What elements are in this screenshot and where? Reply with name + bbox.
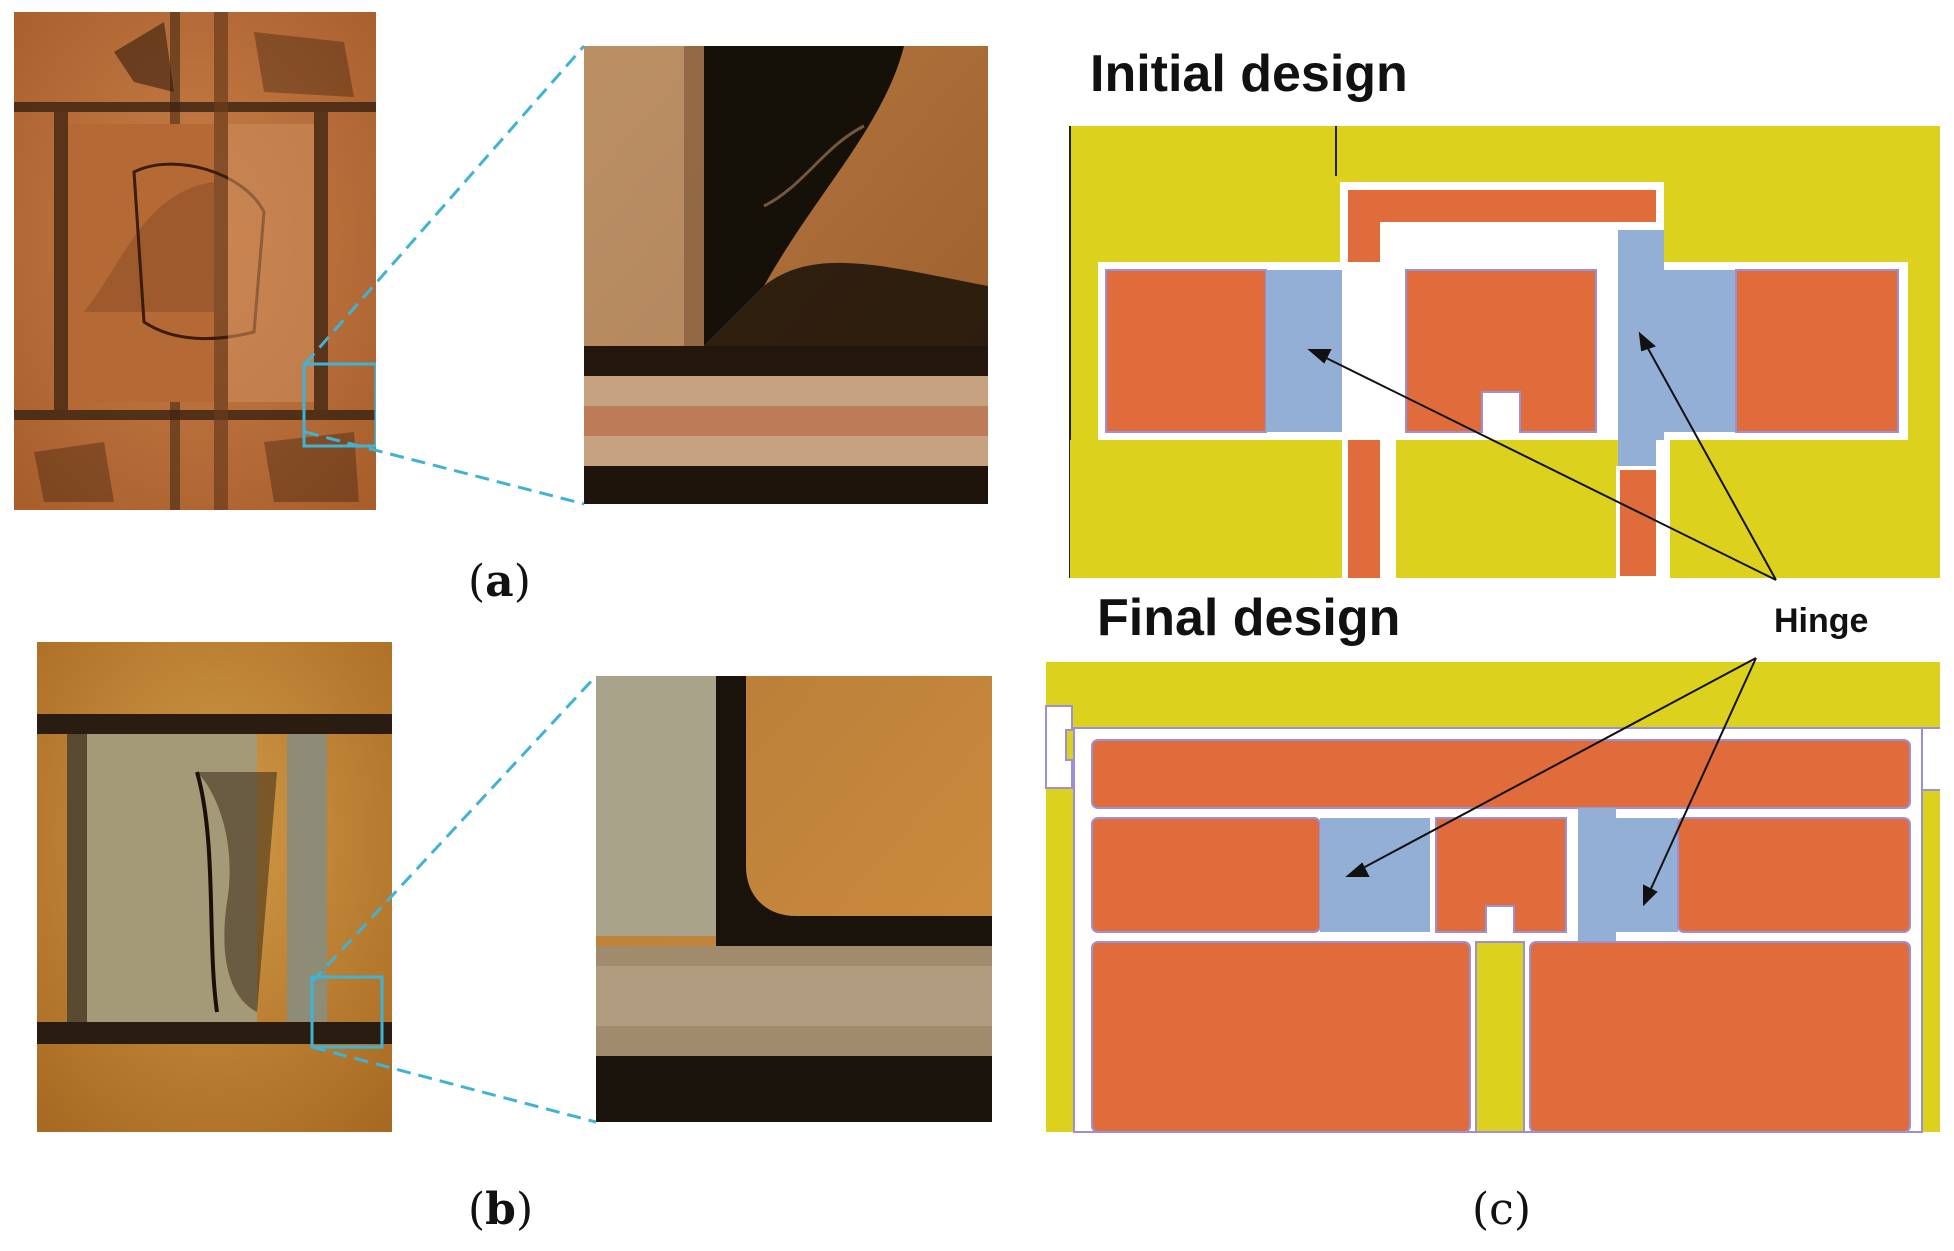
final-design-layout [1045,662,1940,1133]
initial-design-title: Initial design [1090,45,1408,103]
initial-design-layout [1069,126,1940,580]
hinge-label: Hinge [1774,602,1869,640]
panel-label-c: (c) [1472,1184,1531,1235]
panel-label-b: (b) [468,1184,534,1235]
micrograph-a-art [14,12,376,510]
micrograph-b-art [37,642,392,1132]
micrograph-a-zoom-art [584,46,988,504]
micrograph-b [37,642,392,1132]
micrograph-b-zoom [596,676,992,1122]
micrograph-a-zoom [584,46,988,504]
panel-label-a: (a) [468,556,531,607]
micrograph-a [14,12,376,510]
final-design-title: Final design [1097,589,1401,647]
micrograph-b-zoom-art [596,676,992,1122]
